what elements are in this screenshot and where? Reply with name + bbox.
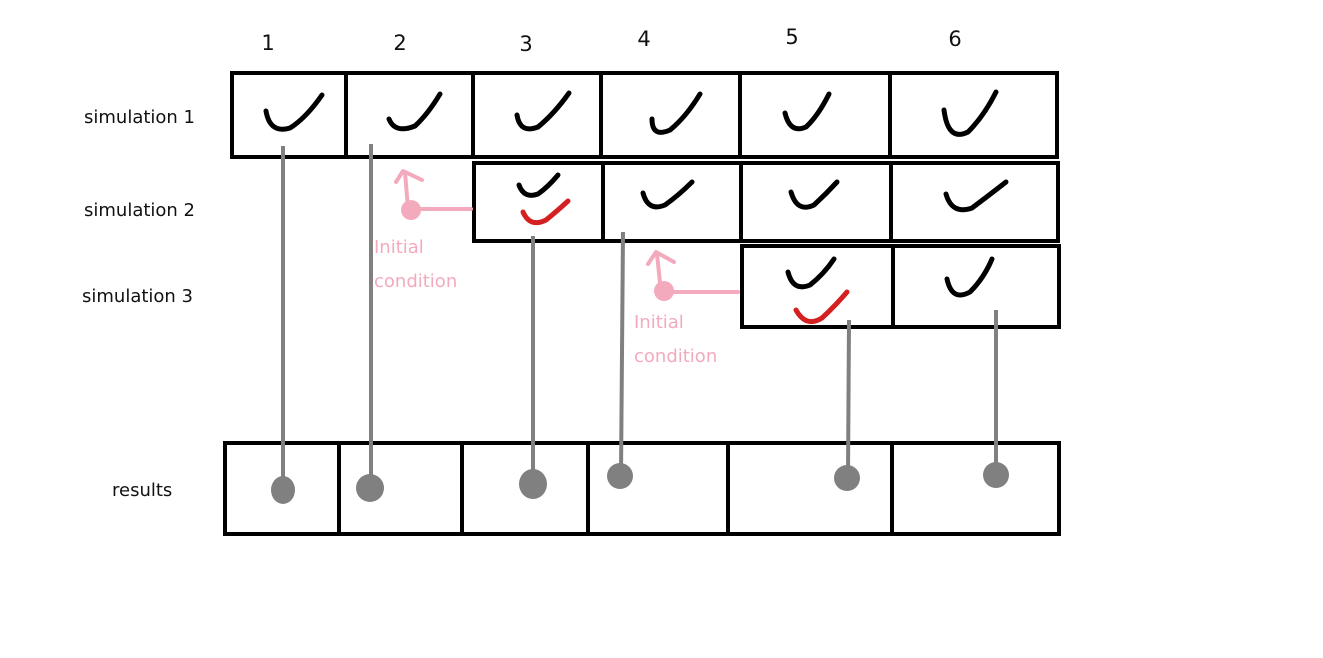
- result-dot-4: [607, 463, 633, 489]
- check-mark-icon: [514, 90, 572, 132]
- results-cell-6: [890, 441, 1061, 536]
- sim3-cell-6: [891, 244, 1061, 329]
- ic-arrow-2-dot: [654, 281, 674, 301]
- ic-arrow-2-head: [646, 250, 676, 266]
- ic-arrow-1-dot: [401, 200, 421, 220]
- check-mark-icon: [788, 179, 840, 210]
- check-mark-icon: [944, 256, 995, 298]
- column-label-2: 2: [393, 31, 406, 55]
- simulation-1-row: [230, 71, 1059, 159]
- initial-condition-arrow-2: [646, 250, 740, 301]
- sim3-cell-5: [740, 244, 895, 329]
- sim1-cell-3: [471, 71, 603, 159]
- sim1-checkmarks: [263, 89, 999, 137]
- check-mark-icon: [516, 172, 561, 198]
- simulation-3-row: [740, 244, 1061, 329]
- initial-condition-label-2-line-1: Initial: [634, 312, 684, 333]
- column-label-5: 5: [785, 25, 798, 49]
- check-mark-icon: [941, 89, 999, 137]
- row-label-simulation-3: simulation 3: [82, 286, 193, 307]
- initial-condition-arrow-1: [394, 169, 473, 220]
- column-label-4: 4: [637, 27, 650, 51]
- result-dot-2: [356, 474, 384, 502]
- connector-line-4: [619, 231, 625, 475]
- result-dot-5: [834, 465, 860, 491]
- sim2-checkmarks: [516, 172, 1009, 226]
- sim2-cell-3: [472, 161, 605, 243]
- check-mark-icon: [386, 91, 443, 132]
- result-dot-6: [983, 462, 1009, 488]
- check-mark-icon: [640, 179, 695, 210]
- connector-line-5: [846, 319, 851, 477]
- column-label-3: 3: [519, 32, 532, 56]
- ic-arrow-1-head: [394, 169, 424, 184]
- check-mark-icon: [263, 92, 325, 132]
- results-row: [223, 441, 1061, 536]
- initial-condition-label-1-line-1: Initial: [374, 237, 424, 258]
- results-cell-5: [726, 441, 894, 536]
- sim1-cell-4: [599, 71, 742, 159]
- sim2-cell-6: [889, 161, 1060, 243]
- results-cell-4: [586, 441, 730, 536]
- sim1-cell-1: [230, 71, 348, 159]
- check-mark-icon: [943, 179, 1009, 213]
- sim1-cell-6: [888, 71, 1059, 159]
- sim1-cell-2: [344, 71, 475, 159]
- check-mark-icon: [520, 198, 571, 226]
- check-mark-icon: [785, 256, 837, 290]
- initial-condition-label-2-line-2: condition: [634, 346, 717, 367]
- result-dot-3: [519, 469, 547, 499]
- check-mark-icon: [782, 91, 832, 132]
- row-label-simulation-2: simulation 2: [84, 200, 195, 221]
- check-mark-icon: [649, 91, 703, 135]
- column-label-6: 6: [948, 27, 961, 51]
- simulation-2-row: [472, 161, 1060, 243]
- initial-condition-label-1-line-2: condition: [374, 271, 457, 292]
- result-connectors: [271, 144, 1009, 504]
- row-label-simulation-1: simulation 1: [84, 107, 195, 128]
- column-label-1: 1: [261, 31, 274, 55]
- sim3-checkmarks: [785, 256, 995, 325]
- check-mark-icon: [793, 289, 850, 325]
- result-dot-1: [271, 476, 295, 504]
- row-label-results: results: [112, 480, 172, 501]
